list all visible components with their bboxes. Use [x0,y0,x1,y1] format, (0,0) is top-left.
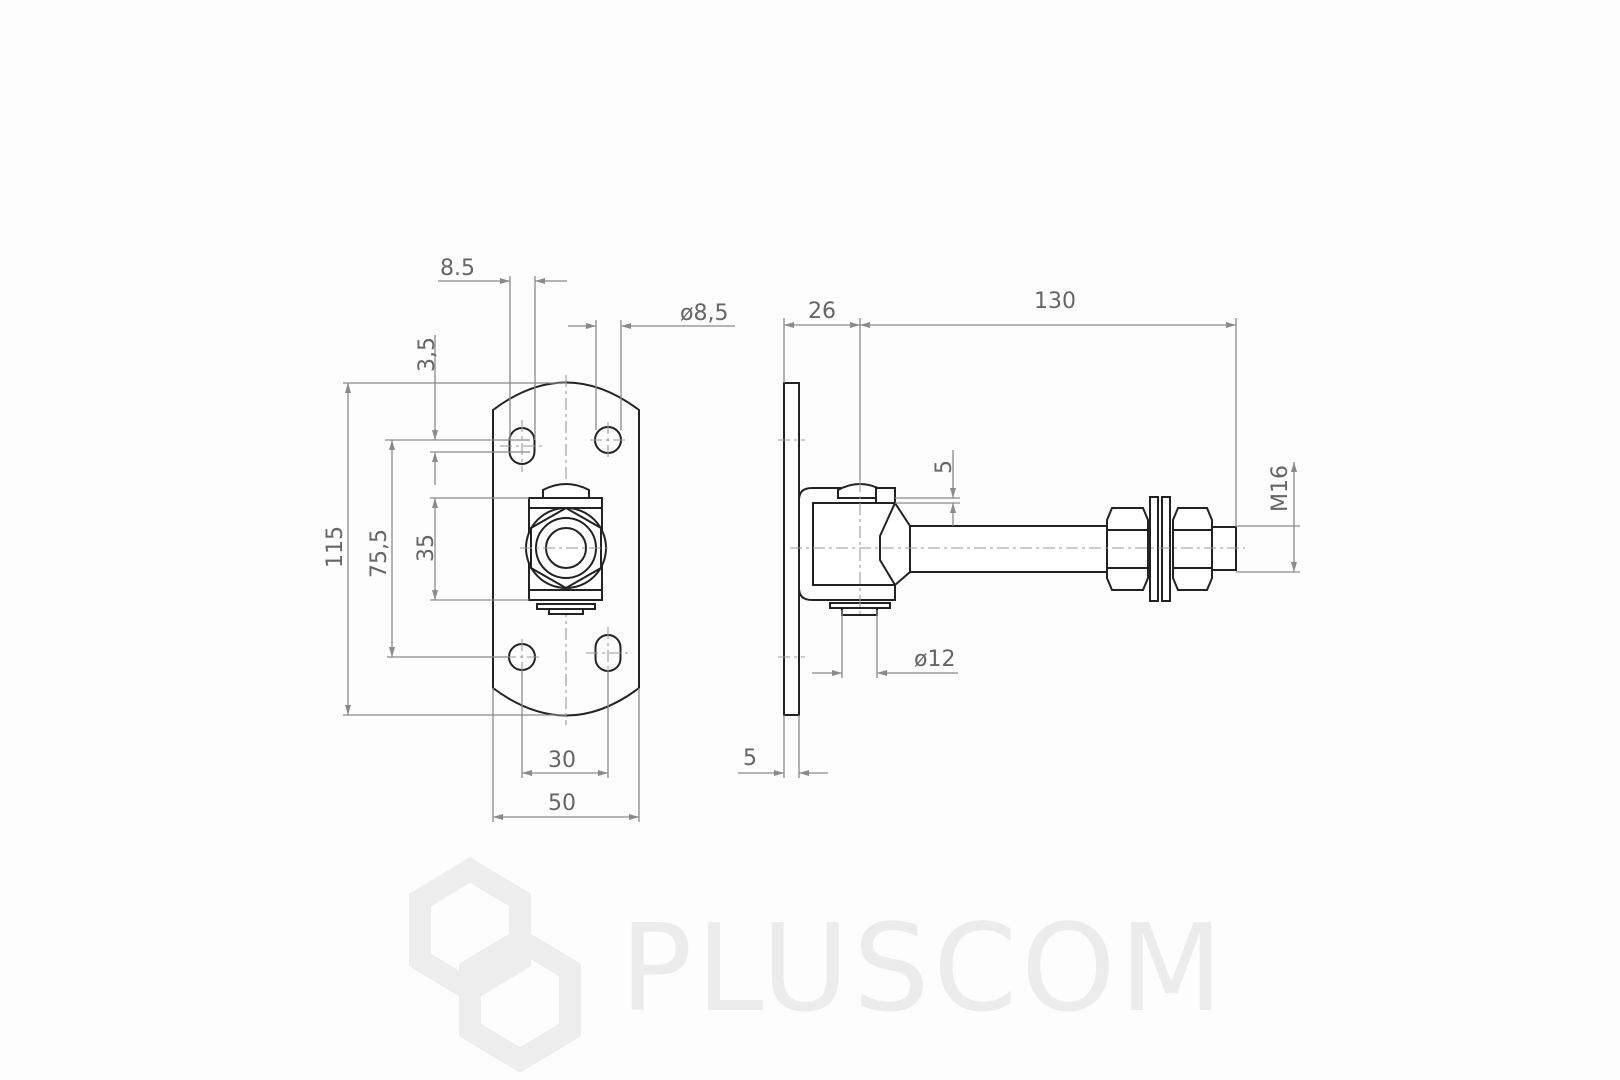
front-view: 8.5 ø8,5 3,5 115 75,5 35 30 50 [323,256,735,822]
dim-pin-diameter: ø12 [914,647,955,672]
dim-width-total: 50 [548,791,576,816]
nut [1106,507,1149,591]
dim-pin-offset: 26 [808,299,836,324]
dim-plate-thickness: 5 [743,746,757,771]
dim-hole-spacing-horizontal: 30 [548,748,576,773]
dim-bolt-length: 130 [1034,289,1076,314]
nut [1172,507,1213,591]
washer [1149,496,1159,602]
watermark-logo [409,857,581,1073]
dim-hole-spacing-vertical: 75,5 [367,529,392,578]
plate-side [783,382,800,716]
hole-center-marks [500,420,630,679]
pin-head [542,483,590,499]
eye-bracket [798,487,896,601]
dim-hole-diameter: ø8,5 [680,301,728,326]
dim-slot-width: 8.5 [440,256,475,281]
side-view: 26 130 5 M16 ø12 5 [738,289,1300,778]
watermark-text: PLUSCOM [620,900,1227,1039]
dim-slot-offset: 3,5 [415,337,440,372]
washer [1161,496,1171,602]
bolt-rod [909,525,1108,573]
dim-hinge-height: 35 [414,534,439,562]
dim-eye-thickness: 5 [932,460,957,474]
dim-height-total: 115 [323,526,348,568]
dim-thread: M16 [1268,465,1293,512]
